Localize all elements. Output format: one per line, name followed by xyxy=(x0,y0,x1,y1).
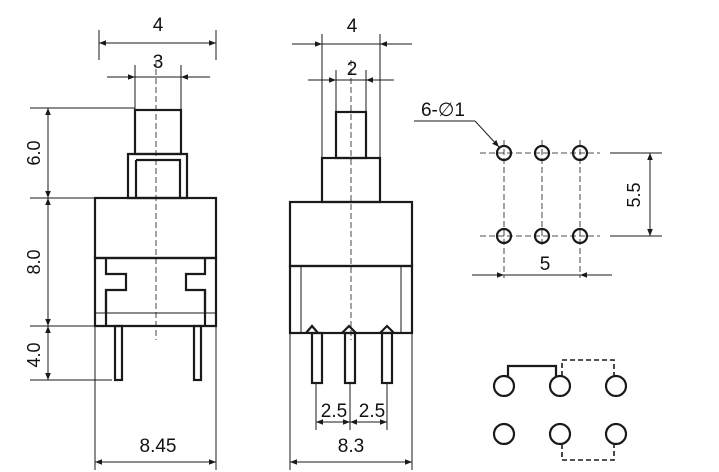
side-height-pins-label: 4.0 xyxy=(24,342,44,367)
front-dimensions: 4 2 2.5 2.5 8.3 xyxy=(289,16,413,470)
pcb-hole xyxy=(571,227,589,245)
front-view xyxy=(288,60,414,385)
pcb-column-span-label: 5 xyxy=(540,254,551,275)
pcb-row-spacing-label: 5.5 xyxy=(624,182,644,207)
side-height-body-label: 8.0 xyxy=(24,249,44,274)
schematic-contact xyxy=(548,374,572,398)
side-pin-left xyxy=(113,324,124,382)
side-dimensions: 4 3 6.0 8.0 4.0 8.45 xyxy=(24,15,217,470)
side-pin-right xyxy=(192,324,203,382)
front-pin-right xyxy=(380,331,394,385)
front-width-top-label: 4 xyxy=(347,16,358,37)
pcb-hole xyxy=(495,227,513,245)
side-housing-lower xyxy=(93,256,218,328)
schematic-contact xyxy=(492,374,516,398)
schematic-dashed-link-bottom xyxy=(561,444,615,461)
side-housing-upper xyxy=(93,196,218,260)
schematic-solid-link xyxy=(506,364,558,376)
schematic-dashed-link-top xyxy=(561,359,615,376)
side-width-top-label: 4 xyxy=(153,15,164,36)
pcb-hole xyxy=(495,144,513,162)
side-width-body-label: 8.45 xyxy=(140,436,177,457)
pcb-hole xyxy=(571,144,589,162)
schematic-contact xyxy=(492,422,516,446)
side-plunger xyxy=(133,108,183,156)
side-width-plunger-label: 3 xyxy=(153,52,164,73)
schematic xyxy=(492,359,628,461)
front-pitch-left-label: 2.5 xyxy=(321,401,347,422)
front-pitch-right-label: 2.5 xyxy=(359,401,385,422)
side-height-plunger-label: 6.0 xyxy=(24,140,44,165)
front-pin-center xyxy=(343,331,357,385)
pcb-hole xyxy=(533,227,551,245)
front-width-plunger-label: 2 xyxy=(347,59,358,80)
pcb-layout: 6-∅1 5.5 5 xyxy=(414,100,662,278)
schematic-contact xyxy=(604,422,628,446)
schematic-contact xyxy=(548,422,572,446)
front-width-body-label: 8.3 xyxy=(338,436,364,457)
schematic-contact xyxy=(604,374,628,398)
front-pin-left xyxy=(310,331,324,385)
pcb-hole-label: 6-∅1 xyxy=(421,100,465,121)
pcb-hole xyxy=(533,144,551,162)
